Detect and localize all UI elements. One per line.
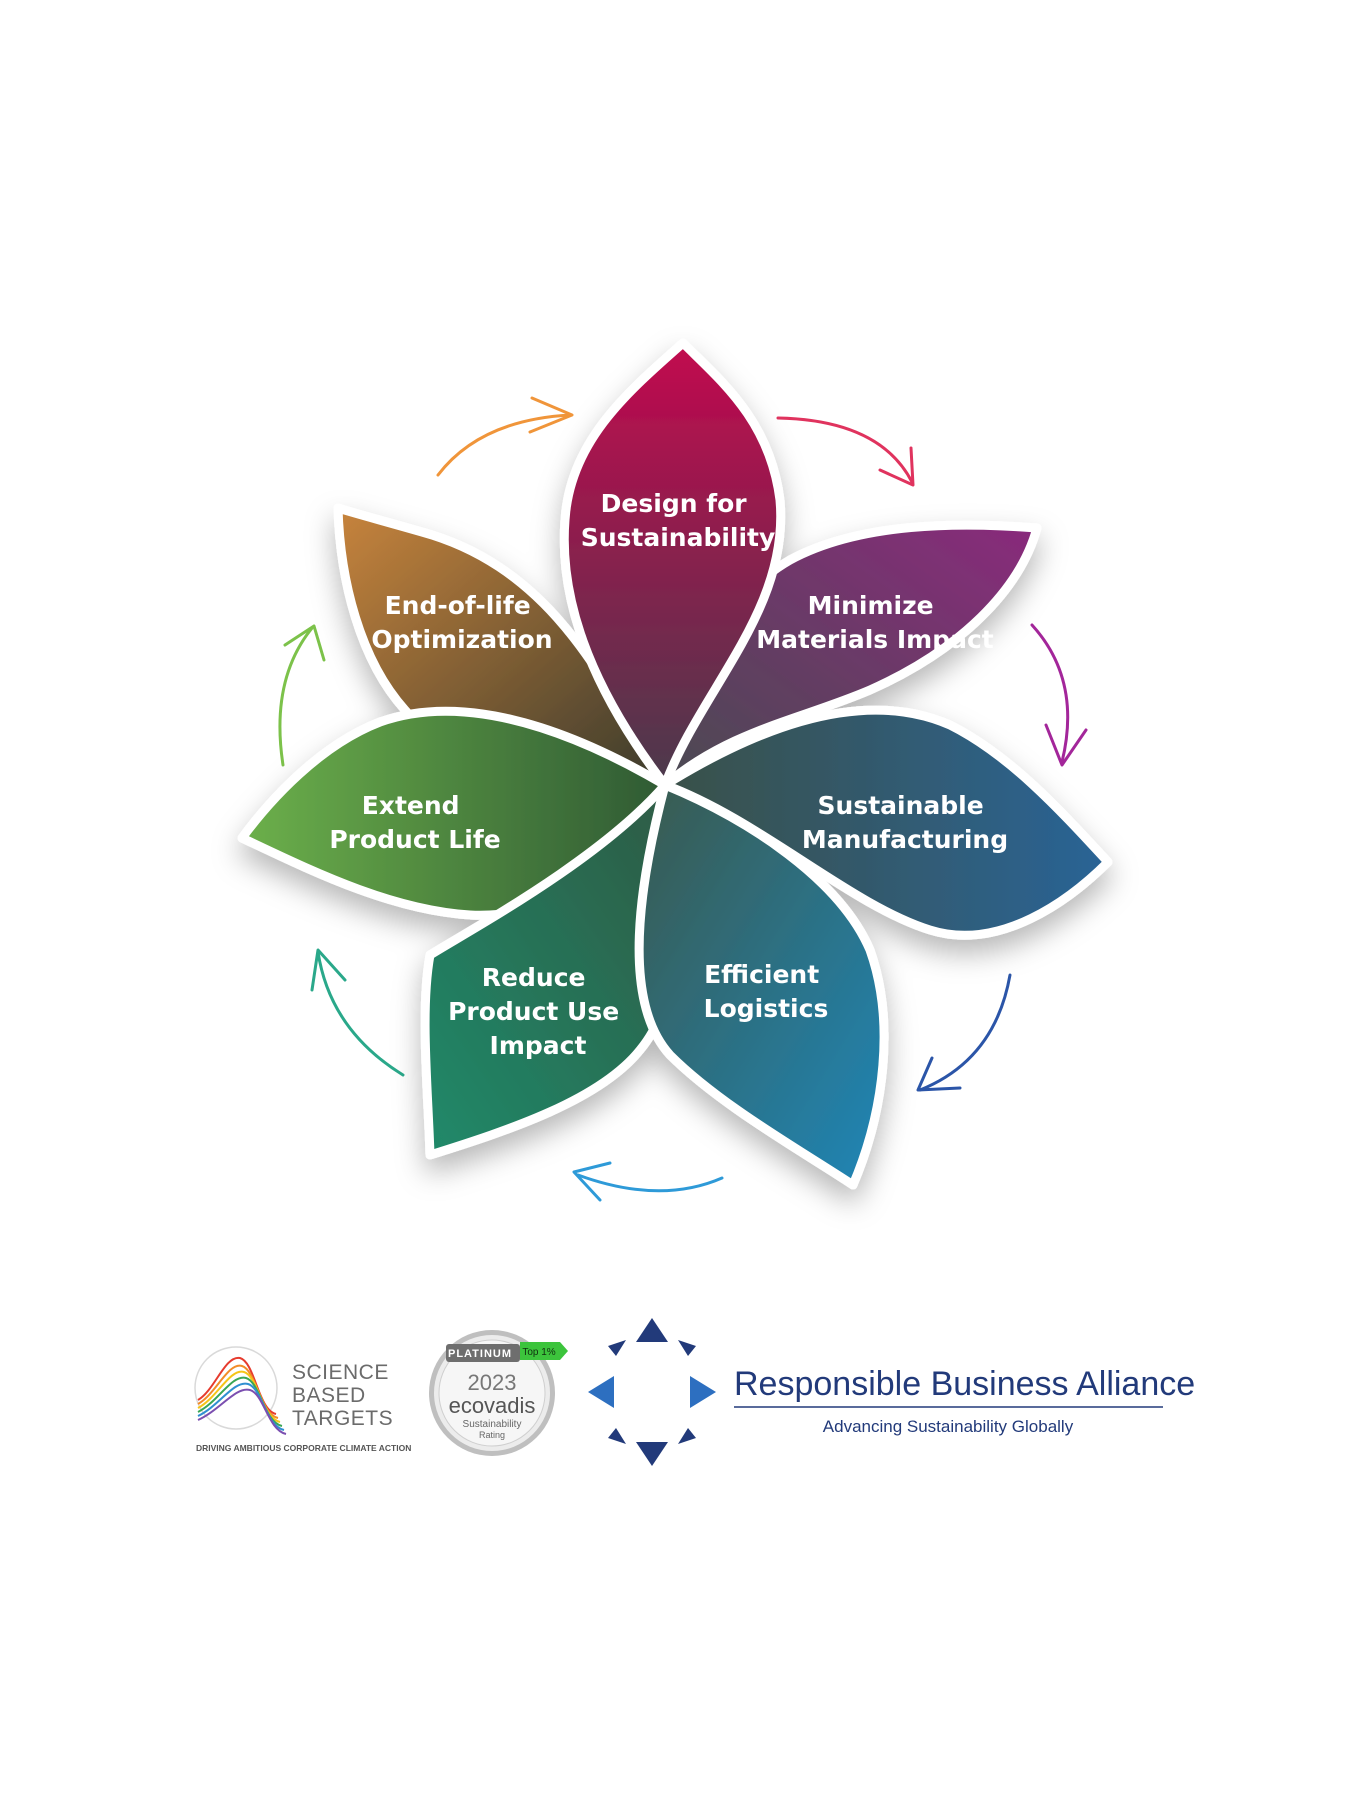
ecovadis-year: 2023 bbox=[468, 1370, 517, 1395]
sbt-line3: TARGETS bbox=[292, 1407, 393, 1430]
arrow-navy-icon bbox=[916, 973, 1012, 1092]
sbt-tagline: DRIVING AMBITIOUS CORPORATE CLIMATE ACTI… bbox=[196, 1443, 411, 1453]
arrow-lime-icon bbox=[278, 624, 326, 767]
label-materials: Minimize Materials Impact bbox=[756, 591, 994, 654]
ecovadis-tier-band bbox=[446, 1344, 520, 1362]
ecovadis-medal: PLATINUM Top 1% 2023 ecovadis Sustainabi… bbox=[429, 1330, 568, 1456]
sbt-line2: BASED bbox=[292, 1384, 366, 1407]
ecovadis-caption2: Rating bbox=[479, 1430, 505, 1440]
arrow-pink-icon bbox=[776, 416, 915, 487]
label-logistics: Efficient Logistics bbox=[704, 960, 829, 1023]
sbt-logo: SCIENCE BASED TARGETS DRIVING AMBITIOUS … bbox=[194, 1346, 411, 1453]
rba-name: Responsible Business Alliance bbox=[734, 1365, 1195, 1403]
ecovadis-tier: PLATINUM bbox=[448, 1348, 512, 1360]
label-use: Reduce Product Use Impact bbox=[448, 963, 628, 1060]
label-eol: End-of-life Optimization bbox=[371, 591, 552, 654]
ecovadis-caption1: Sustainability bbox=[463, 1419, 522, 1430]
arrow-sky-icon bbox=[572, 1161, 724, 1202]
ecovadis-brand: ecovadis bbox=[449, 1393, 536, 1418]
arrow-teal-icon bbox=[310, 948, 405, 1077]
label-manufacturing: Sustainable Manufacturing bbox=[802, 791, 1008, 854]
petal-logistics bbox=[634, 780, 889, 1190]
petal-design bbox=[559, 338, 786, 790]
ecovadis-ribbon bbox=[520, 1342, 560, 1360]
label-life: Extend Product Life bbox=[329, 791, 500, 854]
rba-tagline: Advancing Sustainability Globally bbox=[823, 1417, 1074, 1436]
sbt-line1: SCIENCE bbox=[292, 1361, 389, 1384]
arrow-magenta-icon bbox=[1030, 623, 1088, 767]
rba-compass-icon bbox=[588, 1318, 716, 1466]
sbt-waves-icon bbox=[194, 1346, 287, 1435]
rba-logo: Responsible Business Alliance Advancing … bbox=[588, 1318, 1195, 1466]
petal-manufacturing bbox=[660, 705, 1113, 940]
cycle-arrows bbox=[278, 396, 1088, 1202]
ecovadis-ribbon-text: Top 1% bbox=[522, 1347, 555, 1358]
petal-labels: Design for Sustainability Minimize Mater… bbox=[329, 489, 1008, 1060]
petals bbox=[237, 338, 1113, 1190]
arrow-orange-icon bbox=[436, 396, 574, 477]
label-design: Design for Sustainability bbox=[581, 489, 776, 552]
